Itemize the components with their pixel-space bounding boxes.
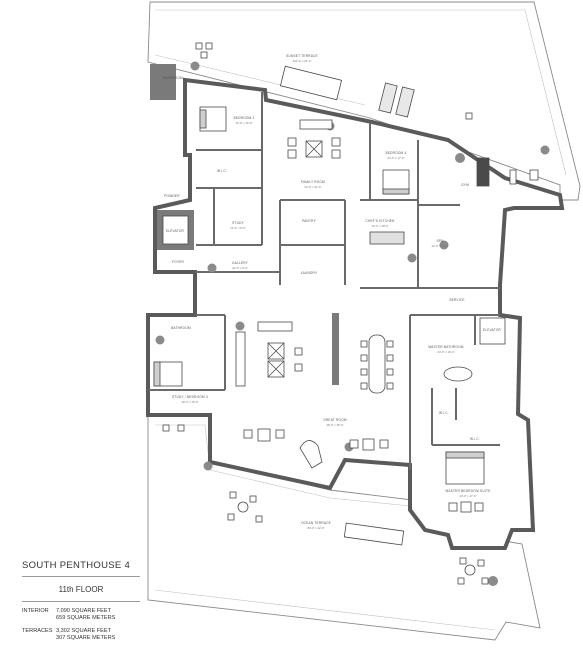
- room-label-chefs-kitchen: CHEF'S KITCHEN: [365, 219, 395, 223]
- terraces-area-sqft: 3,302 SQUARE FEET: [56, 628, 112, 634]
- room-label-powder: POWDER: [164, 194, 180, 198]
- room-label-bathroom-study: BATHROOM: [171, 326, 191, 330]
- room-label-gallery: GALLERY: [232, 261, 249, 265]
- room-label-spa: SPA: [437, 239, 444, 243]
- room-dims-study-bedroom-3: 18'-0" x 15'-0": [181, 400, 198, 404]
- interior-area-sqm: 659 SQUARE METERS: [56, 615, 116, 621]
- room-dims-great-room: 48'-0" x 36'-0": [326, 423, 343, 427]
- room-label-laundry: LAUNDRY: [301, 271, 318, 275]
- terraces-area-row: TERRACES 3,302 SQUARE FEET 307 SQUARE ME…: [22, 628, 140, 642]
- room-label-foyer: FOYER: [172, 260, 184, 264]
- room-label-bathroom: BATHROOM: [163, 76, 183, 80]
- room-dims-master-bathroom: 24'-0" x 16'-0": [437, 350, 454, 354]
- room-label-great-room: GREAT ROOM: [323, 418, 347, 422]
- terraces-area-values: 3,302 SQUARE FEET 307 SQUARE METERS: [56, 628, 115, 642]
- terraces-area-sqm: 307 SQUARE METERS: [56, 635, 116, 641]
- room-dims-bedroom-2: 15'-0" x 16'-6": [235, 121, 252, 125]
- plan-legend: SOUTH PENTHOUSE 4 11th FLOOR INTERIOR 7,…: [22, 560, 140, 642]
- room-label-bedroom-2: BEDROOM 2: [234, 116, 255, 120]
- room-dims-study: 10'-0" x 8'-6": [230, 226, 246, 230]
- room-label-service: SERVICE: [449, 298, 464, 302]
- terraces-area-label: TERRACES: [22, 628, 53, 634]
- room-label-sunset-terrace: SUNSET TERRACE: [286, 54, 318, 58]
- interior-area-values: 7,090 SQUARE FEET 659 SQUARE METERS: [56, 608, 115, 622]
- room-dims-gallery: 20'-0" x 8'-0": [232, 266, 248, 270]
- interior-area-label: INTERIOR: [22, 608, 49, 614]
- room-labels: SUNSET TERRACE 100'-0" x 23'-0" BATHROOM…: [163, 54, 501, 530]
- room-dims-sunrise-terrace: 80'-0" x 32'-0": [307, 526, 324, 530]
- plan-title: SOUTH PENTHOUSE 4: [22, 560, 140, 577]
- interior-area-row: INTERIOR 7,090 SQUARE FEET 659 SQUARE ME…: [22, 608, 140, 622]
- interior-walls: [148, 92, 500, 470]
- room-label-study: STUDY: [232, 221, 244, 225]
- room-label-elevator-west: ELEVATOR: [166, 229, 185, 233]
- room-dims-family-room: 23'-0" x 21'-6": [304, 185, 321, 189]
- room-label-wic-master-1: W.I.C.: [439, 411, 449, 415]
- room-dims-chefs-kitchen: 19'-0" x 18'-0": [371, 224, 388, 228]
- room-label-bedroom-4: BEDROOM 4: [386, 151, 407, 155]
- room-label-study-bedroom-3: STUDY / BEDROOM 3: [172, 395, 208, 399]
- floor-label: 11th FLOOR: [22, 577, 140, 602]
- room-label-master-bedroom-suite: MASTER BEDROOM SUITE: [446, 489, 491, 493]
- room-label-pantry: PANTRY: [302, 219, 317, 223]
- room-dims-master-bedroom-suite: 23'-0" x 17'-0": [459, 494, 476, 498]
- interior-area-sqft: 7,090 SQUARE FEET: [56, 608, 112, 614]
- furniture: [153, 42, 539, 585]
- room-dims-spa: 12'-0" x 16'-0": [431, 244, 448, 248]
- room-dims-sunset-terrace: 100'-0" x 23'-0": [293, 59, 312, 63]
- room-label-wic-master-2: W.I.C.: [470, 437, 480, 441]
- room-label-elevator-east: ELEVATOR: [483, 328, 502, 332]
- room-label-sunrise-terrace: OCEAN TERRACE: [301, 521, 331, 525]
- room-label-family-room: FAMILY ROOM: [301, 180, 325, 184]
- room-dims-bedroom-4: 20'-0" x 17'-0": [387, 156, 404, 160]
- room-label-wic-bedroom-2: W.I.C.: [217, 169, 227, 173]
- room-label-gym: GYM: [461, 183, 469, 187]
- room-label-master-bathroom: MASTER BATHROOM: [428, 345, 463, 349]
